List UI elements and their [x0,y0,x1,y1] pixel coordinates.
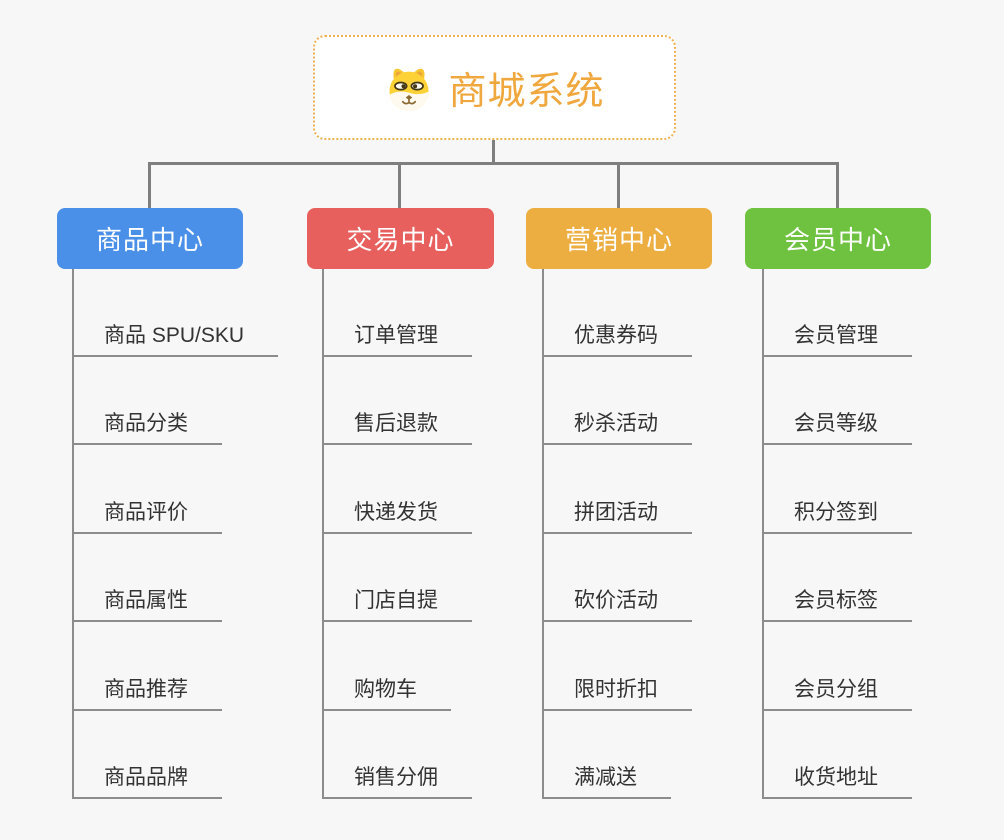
leaf-node[interactable]: 商品 SPU/SKU [72,319,279,357]
leaf-node[interactable]: 会员标签 [762,584,912,622]
root-node[interactable]: 商城系统 [313,35,676,140]
connector-drop [398,162,401,210]
leaf-node[interactable]: 商品评价 [72,496,222,534]
leaf-node[interactable]: 收货地址 [762,761,912,799]
leaf-node[interactable]: 购物车 [322,673,451,711]
branch-header-label: 交易中心 [346,225,455,255]
leaf-node[interactable]: 会员等级 [762,407,912,445]
leaf-node[interactable]: 快递发货 [322,496,472,534]
branch-header-label: 商品中心 [95,225,204,255]
leaf-node[interactable]: 秒杀活动 [542,407,692,445]
connector-spine [148,162,839,165]
leaf-node[interactable]: 会员管理 [762,319,912,357]
leaf-node[interactable]: 拼团活动 [542,496,692,534]
leaf-node[interactable]: 砍价活动 [542,584,692,622]
leaf-node[interactable]: 限时折扣 [542,673,692,711]
connector-drop [836,162,839,210]
branch-header-member-center[interactable]: 会员中心 [745,208,931,269]
connector-drop [148,162,151,210]
leaf-node[interactable]: 会员分组 [762,673,912,711]
connector-drop [617,162,620,210]
root-title: 商城系统 [448,71,605,113]
leaf-node[interactable]: 商品品牌 [72,761,222,799]
branch-header-marketing-center[interactable]: 营销中心 [526,208,712,269]
leaf-node[interactable]: 商品推荐 [72,673,222,711]
leaf-node[interactable]: 售后退款 [322,407,472,445]
leaf-node[interactable]: 销售分佣 [322,761,472,799]
leaf-node[interactable]: 商品分类 [72,407,222,445]
branch-header-product-center[interactable]: 商品中心 [57,208,243,269]
branch-header-trade-center[interactable]: 交易中心 [307,208,494,269]
leaf-node[interactable]: 订单管理 [322,319,472,357]
leaf-node[interactable]: 优惠券码 [542,319,692,357]
leaf-node[interactable]: 积分签到 [762,496,912,534]
leaf-node[interactable]: 满减送 [542,761,671,799]
dog-logo-icon [389,68,430,111]
branch-header-label: 营销中心 [564,225,673,255]
branch-header-label: 会员中心 [783,225,892,255]
connector-root-drop [492,139,495,165]
leaf-node[interactable]: 门店自提 [322,584,472,622]
leaf-node[interactable]: 商品属性 [72,584,222,622]
